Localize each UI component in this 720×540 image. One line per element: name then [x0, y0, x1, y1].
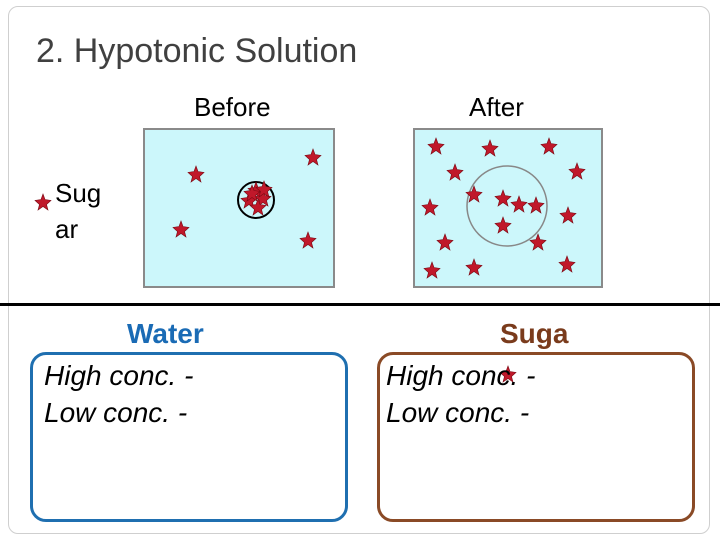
- water-low-conc-text: Low conc. -: [44, 397, 188, 428]
- sugar-particle-icon: [558, 255, 576, 273]
- sugar-particle-icon: [421, 198, 439, 216]
- slide-frame: [8, 6, 710, 534]
- sugar-particle-icon: [423, 261, 441, 279]
- water-high-conc-text: High conc. -: [44, 360, 194, 391]
- sugar-particle-icon: [427, 137, 445, 155]
- sugar-heading: Suga: [500, 318, 569, 349]
- sugar-particle-icon: [299, 231, 317, 249]
- sugar-particle-icon: [559, 206, 577, 224]
- sugar-legend-icon: [34, 193, 52, 211]
- water-concentration-box: [30, 352, 348, 522]
- after-label: After: [469, 92, 524, 122]
- sugar-particle-icon: [540, 137, 558, 155]
- sugar-particle-icon: [465, 258, 483, 276]
- before-label: Before: [194, 92, 271, 122]
- sugar-particle-icon: [481, 139, 499, 157]
- sugar-high-conc-text: High conc. -: [386, 360, 536, 391]
- sugar-particle-icon: [187, 165, 205, 183]
- sugar-particle-icon: [436, 233, 454, 251]
- water-heading: Water: [127, 318, 204, 349]
- sugar-particle-icon: [304, 148, 322, 166]
- sugar-low-conc-text: Low conc. -: [386, 397, 530, 428]
- sugar-particle-icon: [172, 220, 190, 238]
- sugar-particle-icon: [446, 163, 464, 181]
- sugar-concentration-box: [377, 352, 695, 522]
- divider-line: [0, 303, 720, 306]
- sugar-legend-label: Sug ar: [55, 178, 102, 244]
- sugar-particle-icon: [568, 162, 586, 180]
- after-cell: [466, 165, 548, 247]
- slide-title: 2. Hypotonic Solution: [36, 32, 358, 70]
